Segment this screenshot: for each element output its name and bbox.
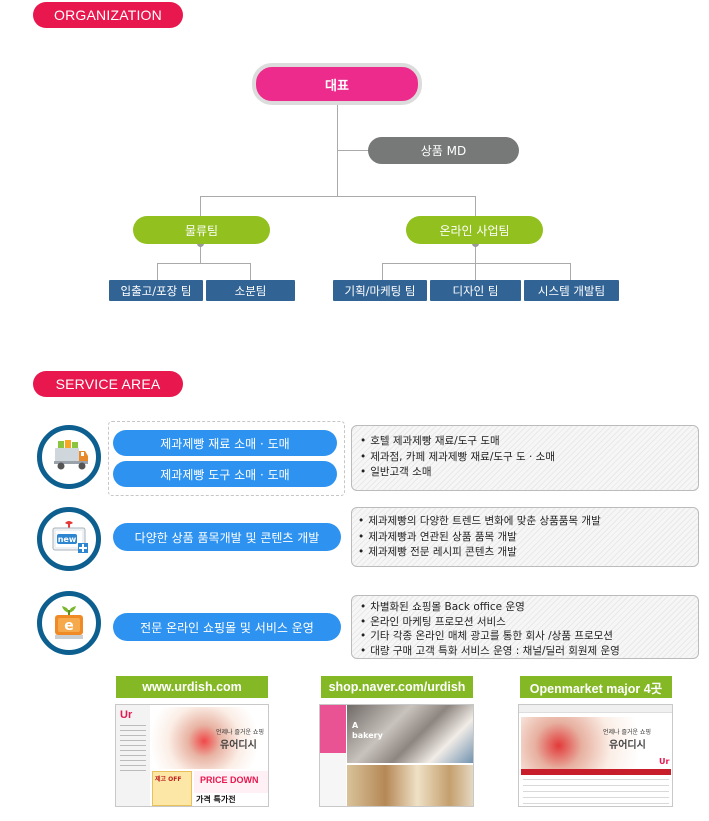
service-description-wholesale: 호텔 제과제빵 재료/도구 도매 제과점, 카페 제과제빵 재료/도구 도 · …: [351, 425, 699, 491]
org-line-online-sub-r: [570, 263, 571, 281]
service-description-development: 제과제빵의 다양한 트렌드 변화에 맞춘 상품품목 개발 제과제빵과 연관된 상…: [351, 507, 699, 567]
org-line-online-sub: [475, 244, 476, 263]
shot-promo-a-text: 제고 OFF: [155, 776, 182, 783]
org-node-online-team: 온라인 사업팀: [406, 216, 543, 244]
org-line-online-sub-l: [382, 263, 383, 281]
shot-promo-a: [152, 771, 192, 806]
shot-hero: [521, 717, 671, 769]
site-screenshot-urdish[interactable]: Ur 언제나 즐거운 쇼핑 유어디시 제고 OFF PRICE DOWN 가격 …: [115, 704, 269, 807]
org-line-ceo-down: [337, 100, 338, 196]
service-circle-wholesale: [37, 425, 101, 489]
bullet-text: 기타 각종 온라인 매체 광고를 통한 회사 /상품 프로모션: [360, 629, 690, 644]
org-node-portioning-team: 소분팀: [206, 280, 295, 301]
org-line-online-down: [475, 196, 476, 218]
service-area-section-title: SERVICE AREA: [33, 371, 183, 397]
bullet-text: 제과제빵의 다양한 트렌드 변화에 맞춘 상품품목 개발: [358, 514, 690, 530]
org-line-logistics-down: [200, 196, 201, 218]
shot-content-lines: [523, 779, 669, 805]
shot-promo-c: 가격 특가전: [196, 795, 236, 804]
org-node-ceo: 대표: [252, 63, 422, 105]
shot-gallery: [347, 765, 473, 806]
site-screenshot-naver[interactable]: A bakery: [319, 704, 474, 807]
org-line-logistics-sub-l: [157, 263, 158, 281]
organization-section-title: ORGANIZATION: [33, 2, 183, 28]
service-button-product-development[interactable]: 다양한 상품 품목개발 및 콘텐츠 개발: [113, 523, 341, 551]
shot-menu-lines: [120, 725, 146, 775]
site-label-urdish[interactable]: www.urdish.com: [116, 676, 268, 698]
org-node-marketing-team: 기획/마케팅 팀: [333, 280, 427, 301]
service-description-online: 차별화된 쇼핑몰 Back office 운영 온라인 마케팅 프로모션 서비스…: [351, 595, 699, 659]
svg-text:new: new: [58, 535, 77, 544]
service-group-dashed-border: [108, 421, 345, 496]
org-line-md: [337, 150, 370, 151]
bullet-text: 대량 구매 고객 특화 서비스 운영 : 채널/딜러 회원제 운영: [360, 644, 690, 659]
shot-promo-b: [194, 771, 268, 793]
service-circle-development: new: [37, 507, 101, 571]
org-line-team-horizontal: [200, 196, 475, 197]
bullet-text: 제과제빵 전문 레시피 콘텐츠 개발: [358, 545, 690, 561]
org-line-logistics-sub-r: [250, 263, 251, 281]
truck-icon: [54, 440, 88, 470]
org-line-logistics-sub: [200, 244, 201, 263]
bullet-text: 제과점, 카페 제과제빵 재료/도구 도 · 소매: [360, 450, 690, 466]
shot-brand: 유어디시: [609, 740, 646, 751]
org-line-online-sub-h: [382, 263, 570, 264]
ecommerce-icon: e: [55, 606, 83, 639]
shot-brand: 유어디시: [220, 740, 257, 751]
shot-tagline: 언제나 즐거운 쇼핑: [603, 729, 651, 736]
svg-text:e: e: [64, 618, 74, 634]
org-node-product-md: 상품 MD: [368, 137, 519, 164]
bullet-text: 일반고객 소매: [360, 465, 690, 481]
service-circle-online: e: [37, 591, 101, 655]
org-node-packing-team: 입출고/포장 팀: [109, 280, 203, 301]
shot-navbar: [521, 769, 671, 775]
org-node-system-team: 시스템 개발팀: [524, 280, 619, 301]
shot-hero-text: A bakery: [352, 721, 383, 740]
org-line-logistics-sub-h: [157, 263, 250, 264]
shot-promo-b-text: PRICE DOWN: [200, 775, 259, 785]
site-label-openmarket[interactable]: Openmarket major 4곳: [520, 676, 672, 698]
shot-hero: [152, 707, 268, 769]
shot-logo: Ur: [120, 709, 133, 721]
bullet-text: 온라인 마케팅 프로모션 서비스: [360, 615, 690, 630]
org-node-design-team: 디자인 팀: [430, 280, 521, 301]
bullet-text: 제과제빵과 연관된 상품 품목 개발: [358, 530, 690, 546]
service-button-tools[interactable]: 제과제빵 도구 소매 · 도매: [113, 461, 337, 487]
org-node-logistics-team: 물류팀: [133, 216, 270, 244]
shot-tagline: 언제나 즐거운 쇼핑: [216, 729, 264, 736]
shot-sidebar-lower: [320, 753, 346, 806]
site-label-naver[interactable]: shop.naver.com/urdish: [321, 676, 473, 698]
bullet-text: 차별화된 쇼핑몰 Back office 운영: [360, 600, 690, 615]
new-product-icon: new: [52, 521, 88, 553]
service-button-ingredients[interactable]: 제과제빵 재료 소매 · 도매: [113, 430, 337, 456]
shot-hero: [347, 705, 473, 763]
shot-logo: Ur: [659, 757, 670, 766]
service-button-online-mall[interactable]: 전문 온라인 쇼핑몰 및 서비스 운영: [113, 613, 341, 641]
site-screenshot-openmarket[interactable]: 언제나 즐거운 쇼핑 유어디시 Ur: [518, 704, 673, 807]
org-line-online-sub-m: [475, 263, 476, 281]
shot-topbar: [519, 705, 672, 713]
bullet-text: 호텔 제과제빵 재료/도구 도매: [360, 434, 690, 450]
